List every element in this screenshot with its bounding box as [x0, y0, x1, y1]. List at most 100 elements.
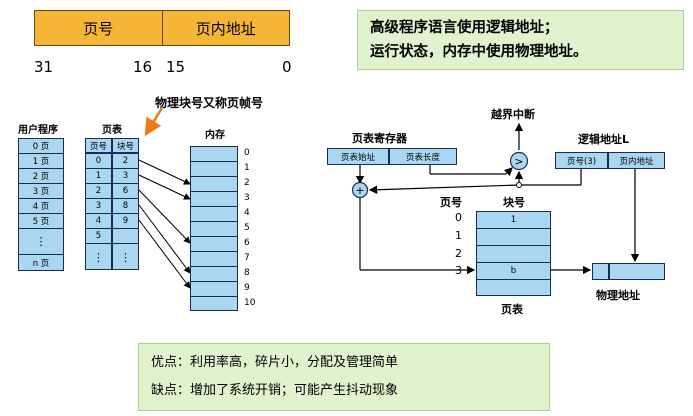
pt-block: [113, 229, 138, 244]
logical-title: 逻辑地址L: [578, 133, 630, 146]
physical-address: [592, 263, 665, 280]
page-table-title: 页表: [102, 125, 122, 136]
logical-page-no: 页号(3): [555, 152, 608, 169]
rt-index: 2: [455, 247, 462, 260]
memory-index: 3: [244, 193, 250, 203]
bit-15: 15: [166, 58, 186, 76]
rt-entry: b: [477, 263, 550, 280]
bit-16: 16: [133, 58, 153, 76]
rt-page-table: 1 b: [476, 211, 551, 296]
user-page: 5 页: [19, 214, 63, 229]
note-logical-physical: 高级程序语言使用逻辑地址； 运行状态，内存中使用物理地址。: [357, 10, 684, 70]
logical-address: 页号(3) 页内地址: [555, 152, 665, 169]
pt-block: 6: [113, 184, 138, 199]
physical-block-no: [592, 263, 609, 280]
memory-index: 7: [244, 253, 250, 263]
user-program-list: 0 页 1 页 2 页 3 页 4 页 5 页 ⋮ n 页: [18, 138, 64, 271]
memory-index: 8: [244, 268, 250, 278]
memory-block: [191, 162, 237, 177]
page-table-left: 页号 块号 0 1 2 3 4 5 ⋮ 2 3 6 8 9 ⋮: [85, 138, 139, 270]
user-page: 3 页: [19, 184, 63, 199]
rt-entry: 1: [477, 212, 550, 229]
user-page: n 页: [32, 259, 50, 269]
annotation-frame-number: 物理块号又称页帧号: [155, 96, 264, 110]
rt-entry: [477, 246, 550, 263]
memory-block: [191, 237, 237, 252]
compare-symbol: >: [514, 155, 523, 168]
bit-0: 0: [282, 58, 292, 76]
pt-page: 2: [86, 184, 111, 199]
memory-block: [191, 177, 237, 192]
page-no-to-adder: [368, 184, 520, 194]
map-arrow-1: [138, 174, 191, 200]
pt-header-block: 块号: [112, 138, 139, 153]
rt-page-table-label: 页表: [501, 303, 523, 316]
memory-index: 4: [244, 208, 250, 218]
memory-index: 5: [244, 223, 250, 233]
pt-page: 5: [86, 229, 111, 244]
memory-block: [191, 192, 237, 207]
memory-block: [191, 147, 237, 162]
compare-circle: [509, 151, 529, 171]
pt-block-ellipsis: ⋮: [120, 250, 131, 264]
pt-page: 0: [86, 154, 111, 169]
length-to-compare: [503, 167, 513, 177]
pt-page-column: 0 1 2 3 4 5 ⋮: [85, 153, 112, 270]
pt-page: 1: [86, 169, 111, 184]
memory-block: [191, 252, 237, 267]
pt-block-column: 2 3 6 8 9 ⋮: [112, 153, 139, 270]
user-page-ellipsis: ⋮: [19, 229, 63, 255]
adder-symbol: +: [355, 184, 364, 197]
pt-block: 3: [113, 169, 138, 184]
pt-block: 2: [113, 154, 138, 169]
memory-index: 1: [244, 163, 250, 173]
annotation-arrow: [144, 107, 164, 137]
memory-index: 10: [244, 298, 256, 308]
note-top-line2: 运行状态，内存中使用物理地址。: [370, 44, 588, 60]
page-no-field: 页号: [83, 19, 114, 38]
ptr-length: 页表长度: [389, 148, 457, 165]
note-top-line1: 高级程序语言使用逻辑地址；: [370, 20, 559, 36]
pt-header-page: 页号: [85, 138, 112, 153]
memory-block: [191, 267, 237, 282]
ptr-register: 页表始址 页表长度: [327, 148, 457, 165]
pt-page: 4: [86, 214, 111, 229]
pt-block: 9: [113, 214, 138, 229]
address-format-bar: 页号 页内地址: [34, 10, 290, 46]
overflow-label: 越界中断: [491, 108, 535, 121]
adder-circle: [351, 181, 369, 199]
user-page: 0 页: [19, 139, 63, 154]
user-program-title: 用户程序: [18, 125, 58, 136]
map-arrow-4: [138, 219, 191, 289]
logical-offset: 页内地址: [608, 152, 665, 169]
user-page: 4 页: [19, 199, 63, 214]
physical-label: 物理地址: [596, 289, 640, 302]
memory-index: 9: [244, 283, 250, 293]
rt-page-no-label: 页号: [440, 196, 462, 209]
memory-block: [191, 222, 237, 237]
memory-block: [191, 282, 237, 297]
page-offset-field: 页内地址: [161, 11, 290, 45]
pros-text: 优点：利用率高，碎片小，分配及管理简单: [151, 355, 399, 370]
memory-block: [191, 207, 237, 222]
ptr-title: 页表寄存器: [352, 132, 407, 145]
memory-blocks: [190, 146, 238, 311]
junction-dot: [516, 182, 522, 188]
cons-text: 缺点：增加了系统开销；可能产生抖动现象: [151, 383, 399, 398]
note-pros-cons: 优点：利用率高，碎片小，分配及管理简单 缺点：增加了系统开销；可能产生抖动现象: [138, 343, 550, 411]
map-arrow-0: [138, 159, 191, 185]
ptr-start: 页表始址: [327, 148, 389, 165]
user-page: 1 页: [19, 154, 63, 169]
pt-page-ellipsis: ⋮: [93, 250, 104, 264]
memory-index: 2: [244, 178, 250, 188]
map-arrow-3: [138, 204, 191, 274]
rt-index: 1: [455, 229, 462, 242]
memory-index: 6: [244, 238, 250, 248]
rt-entry: [477, 229, 550, 246]
physical-offset: [609, 263, 665, 280]
rt-block-no-label: 块号: [503, 196, 525, 209]
bit-31: 31: [34, 58, 54, 76]
memory-index: 0: [244, 148, 250, 158]
